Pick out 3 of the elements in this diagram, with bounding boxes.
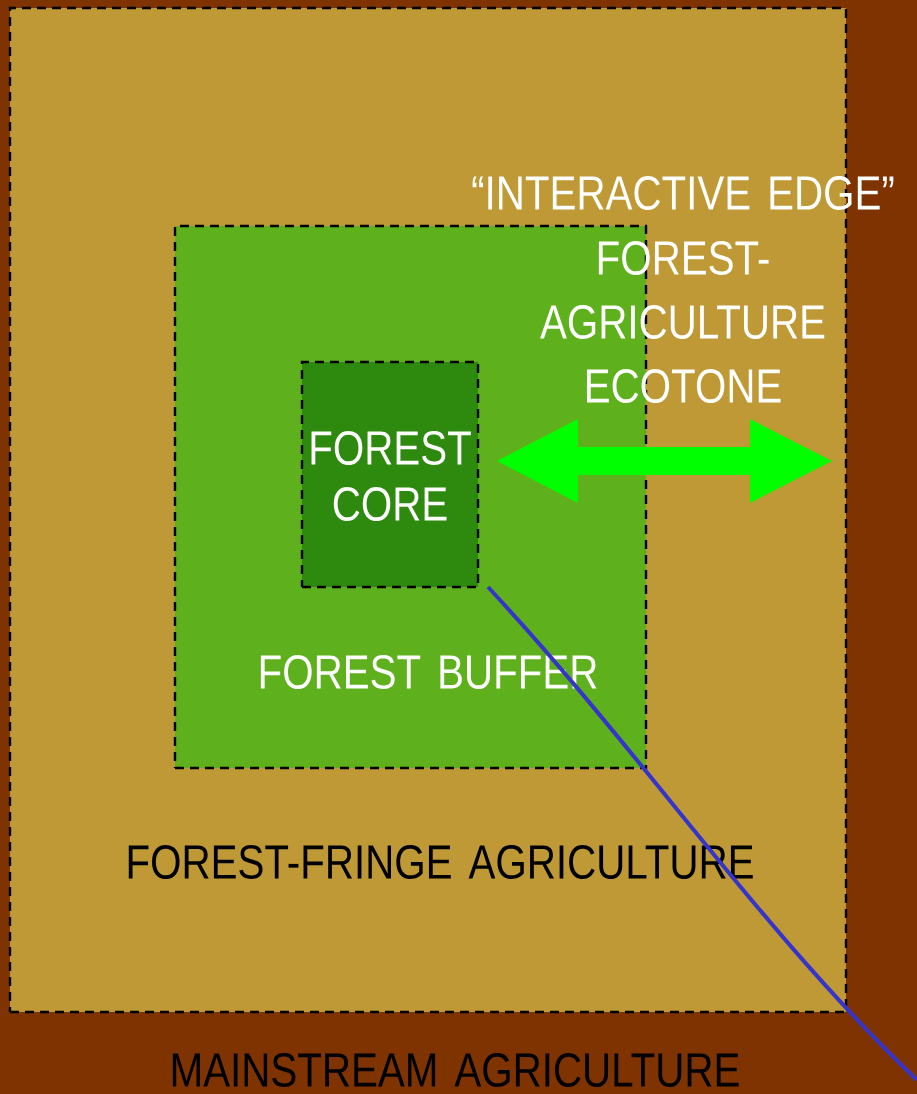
- zone-box: FOREST CORE: [300, 360, 480, 589]
- zone-label: FOREST- AGRICULTURE ECOTONE: [540, 241, 825, 403]
- zone-label: “INTERACTIVE EDGE”: [472, 176, 894, 210]
